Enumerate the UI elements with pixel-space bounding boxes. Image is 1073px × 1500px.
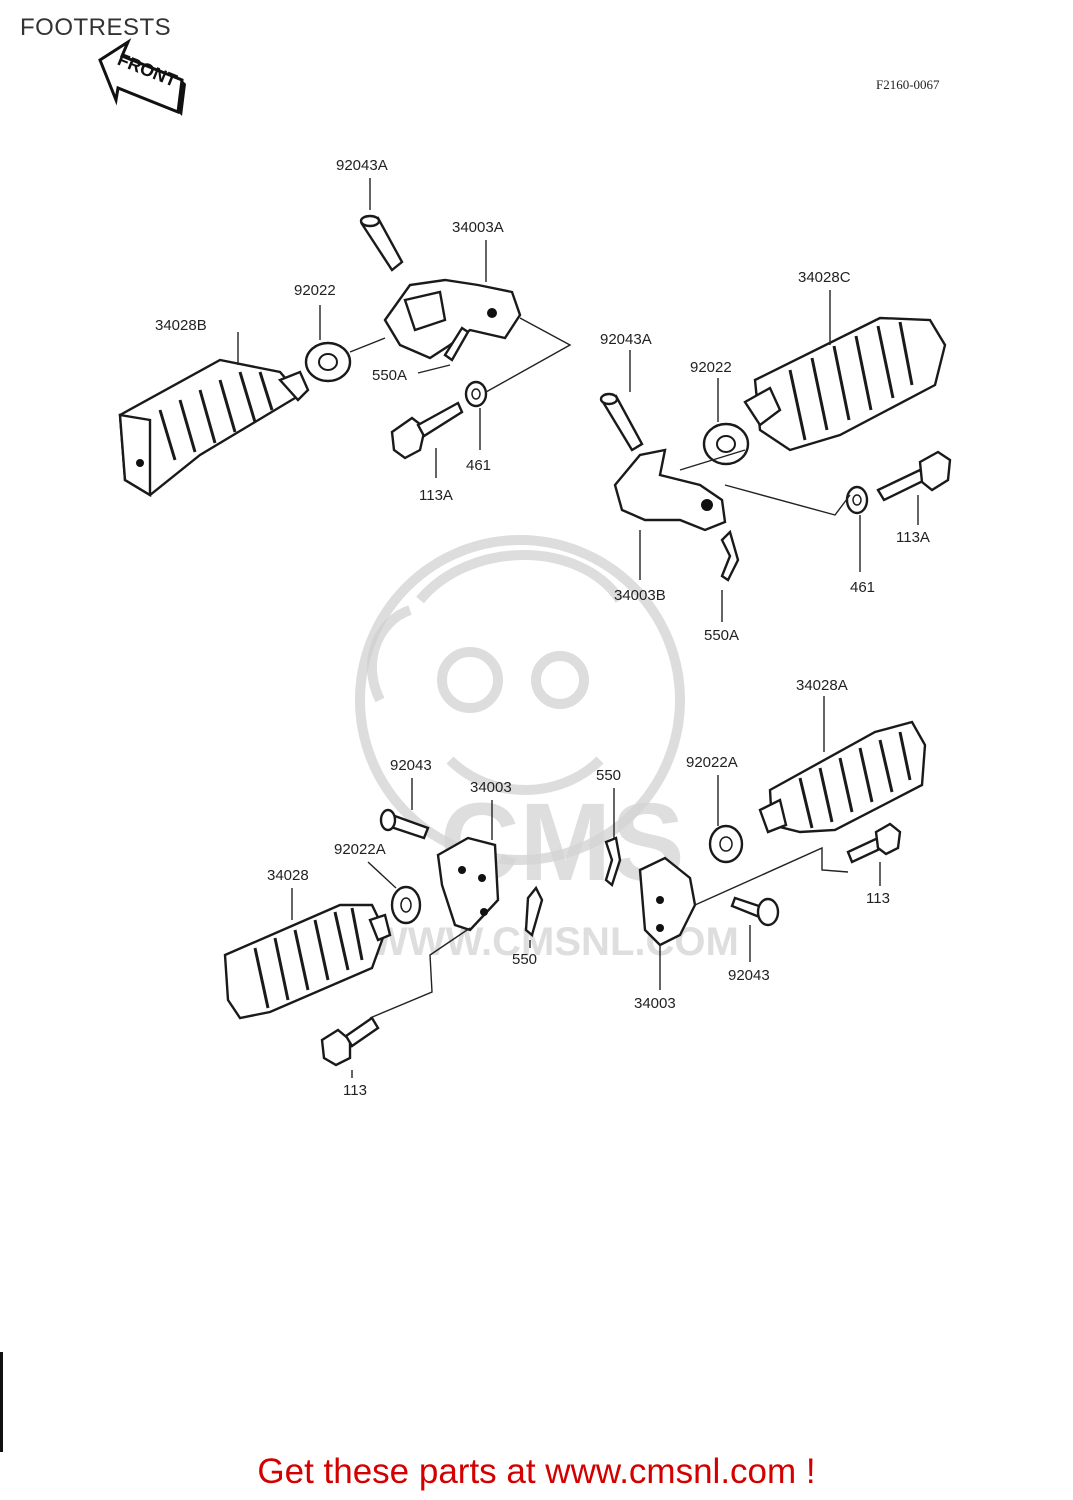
pin-92043-right <box>730 896 780 927</box>
front-arrow-icon: FRONT <box>98 38 186 116</box>
label-92022A-right: 92022A <box>686 754 738 771</box>
label-34028C: 34028C <box>798 269 851 286</box>
label-92022-right: 92022 <box>690 359 732 376</box>
bolt-113A-right <box>876 450 952 502</box>
cotter-pin-550A-left <box>443 326 470 362</box>
pin-92043-left <box>379 808 430 840</box>
label-113-bottom: 113 <box>343 1082 367 1099</box>
figure-code: F2160-0067 <box>876 77 940 92</box>
label-92022-top: 92022 <box>294 282 336 299</box>
diagram-title: FOOTRESTS <box>20 14 172 41</box>
washer-461-right <box>845 485 869 515</box>
washer-92022A-right <box>708 824 744 864</box>
pin-92043A-top <box>359 214 404 272</box>
washer-92022-right <box>702 422 750 466</box>
label-113A-left: 113A <box>419 487 453 504</box>
cotter-pin-550-top <box>604 836 622 888</box>
label-34028: 34028 <box>267 867 309 884</box>
footpeg-34028 <box>223 903 392 1020</box>
label-92043-left: 92043 <box>390 757 432 774</box>
washer-461-left <box>464 380 488 408</box>
label-34003-left: 34003 <box>470 779 512 796</box>
footpeg-34028A <box>758 720 927 834</box>
bracket-34003-left <box>436 836 500 932</box>
washer-92022-top <box>304 341 352 383</box>
label-550-bottom: 550 <box>512 951 537 968</box>
pin-92043A-right <box>599 392 644 452</box>
edge-marker <box>0 1352 3 1452</box>
label-34028B: 34028B <box>155 317 207 334</box>
label-34003-bottom: 34003 <box>634 995 676 1012</box>
bracket-34003B <box>613 448 727 532</box>
label-113-right: 113 <box>866 890 890 907</box>
bracket-34003-right <box>638 856 697 947</box>
label-92043-right: 92043 <box>728 967 770 984</box>
label-34028A: 34028A <box>796 677 848 694</box>
bolt-113-bottom <box>320 1016 380 1067</box>
label-113A-right: 113A <box>896 529 930 546</box>
footpeg-34028B <box>118 358 310 498</box>
bracket-34003A <box>383 278 522 360</box>
cotter-pin-550-bottom <box>524 885 544 938</box>
footpeg-34028C <box>743 316 947 452</box>
label-34003B: 34003B <box>614 587 666 604</box>
label-34003A: 34003A <box>452 219 504 236</box>
label-461-right: 461 <box>850 579 875 596</box>
label-550A-right: 550A <box>704 627 739 644</box>
label-92022A-left: 92022A <box>334 841 386 858</box>
label-550A-left: 550A <box>372 367 407 384</box>
label-461-left: 461 <box>466 457 491 474</box>
bolt-113A-left <box>390 401 464 460</box>
label-92043A-right: 92043A <box>600 331 652 348</box>
label-92043A-top: 92043A <box>336 157 388 174</box>
cotter-pin-550A-right <box>720 529 740 582</box>
washer-92022A-left <box>390 885 422 925</box>
label-550-top: 550 <box>596 767 621 784</box>
bolt-113-right <box>846 822 902 864</box>
cta-link[interactable]: Get these parts at www.cmsnl.com ! <box>257 1452 816 1491</box>
